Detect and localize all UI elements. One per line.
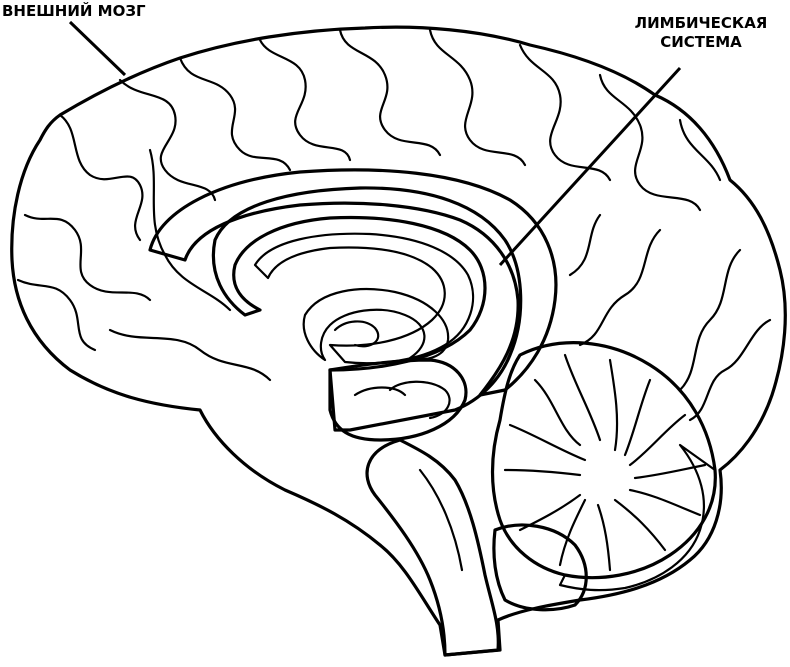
limbic-label-line-1: ЛИМБИЧЕСКАЯ <box>634 14 768 32</box>
limbic-system-label: ЛИМБИЧЕСКАЯ СИСТЕМА <box>626 14 776 52</box>
brainstem <box>365 438 500 657</box>
outer-brain-pointer <box>68 20 127 77</box>
limbic-pointer <box>498 66 682 267</box>
inner-arc <box>253 232 475 365</box>
limbic-ring-hatched <box>211 186 523 432</box>
thalamus-hatched <box>328 358 468 442</box>
cortex-gyri <box>16 28 772 422</box>
cerebrum-outline <box>10 25 787 657</box>
fornix <box>302 288 450 362</box>
pons-hatched <box>492 523 588 612</box>
cerebellum-folia <box>503 353 707 572</box>
cerebellum <box>490 341 717 580</box>
limbic-label-line-2: СИСТЕМА <box>660 33 742 51</box>
outer-brain-label: ВНЕШНИЙ МОЗГ <box>2 2 146 20</box>
cingulate-gyrus <box>148 168 558 397</box>
cerebellum-rim-hatched <box>558 443 717 592</box>
